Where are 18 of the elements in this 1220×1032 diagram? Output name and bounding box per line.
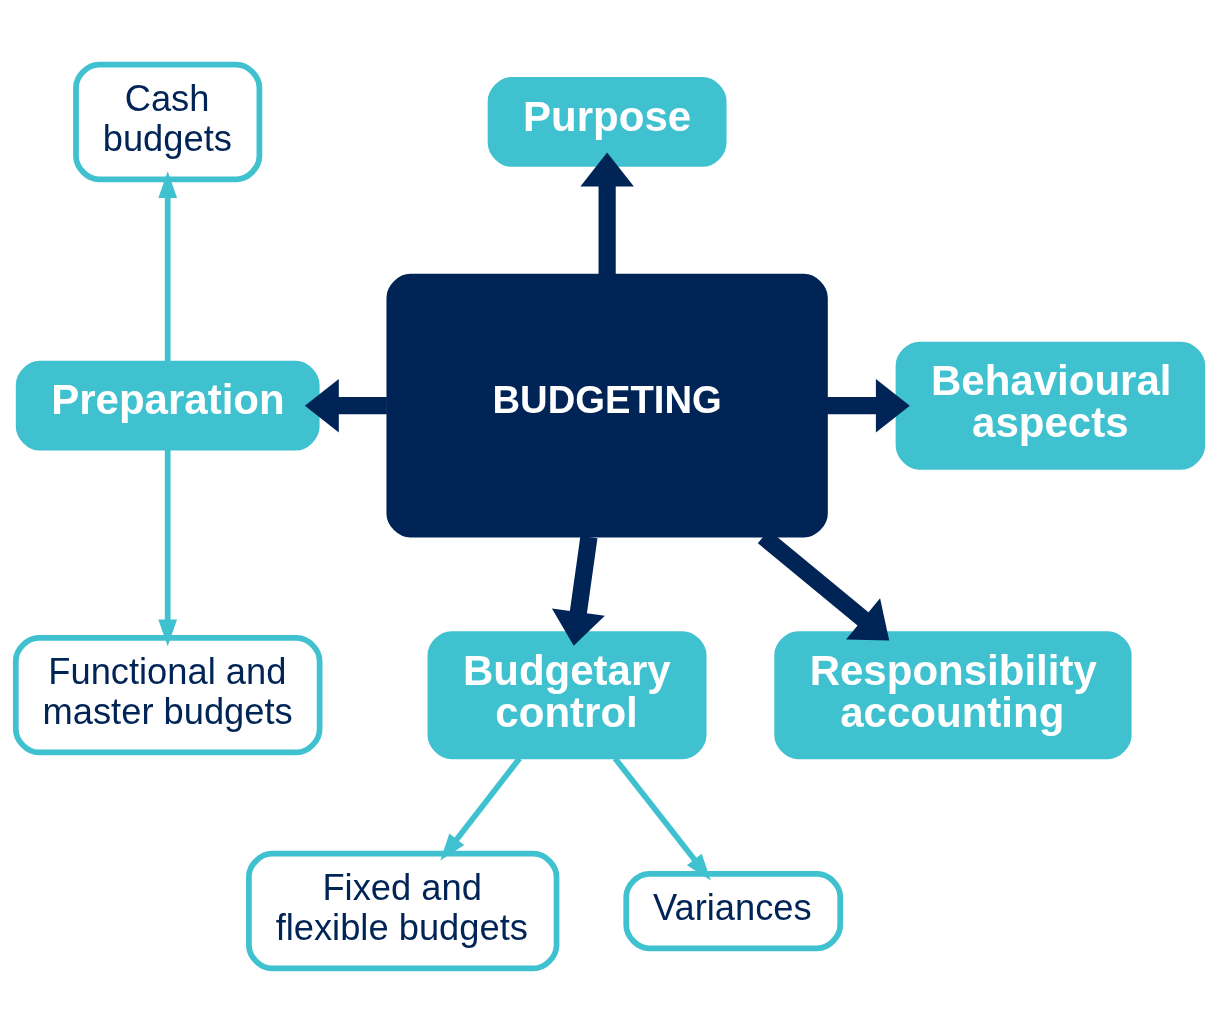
node-box: Budgetary control xyxy=(427,630,707,759)
arrow xyxy=(158,449,178,646)
arrow xyxy=(551,535,605,646)
node-box: Functional and master budgets xyxy=(12,634,323,755)
arrow xyxy=(440,756,522,861)
arrow xyxy=(304,378,387,432)
node-box: Purpose xyxy=(487,76,727,167)
arrow xyxy=(158,170,178,362)
node-box: Cash budgets xyxy=(73,61,263,182)
node-box: Behavioural aspects xyxy=(895,341,1206,470)
arrow xyxy=(580,151,634,275)
node-box: Fixed and flexible budgets xyxy=(246,850,560,971)
arrow xyxy=(612,756,711,881)
node-box: Preparation xyxy=(15,360,320,451)
node-box: Variances xyxy=(623,870,844,951)
node-box: Responsibility accounting xyxy=(774,630,1132,759)
arrow xyxy=(827,378,910,432)
node-box: BUDGETING xyxy=(386,273,828,537)
